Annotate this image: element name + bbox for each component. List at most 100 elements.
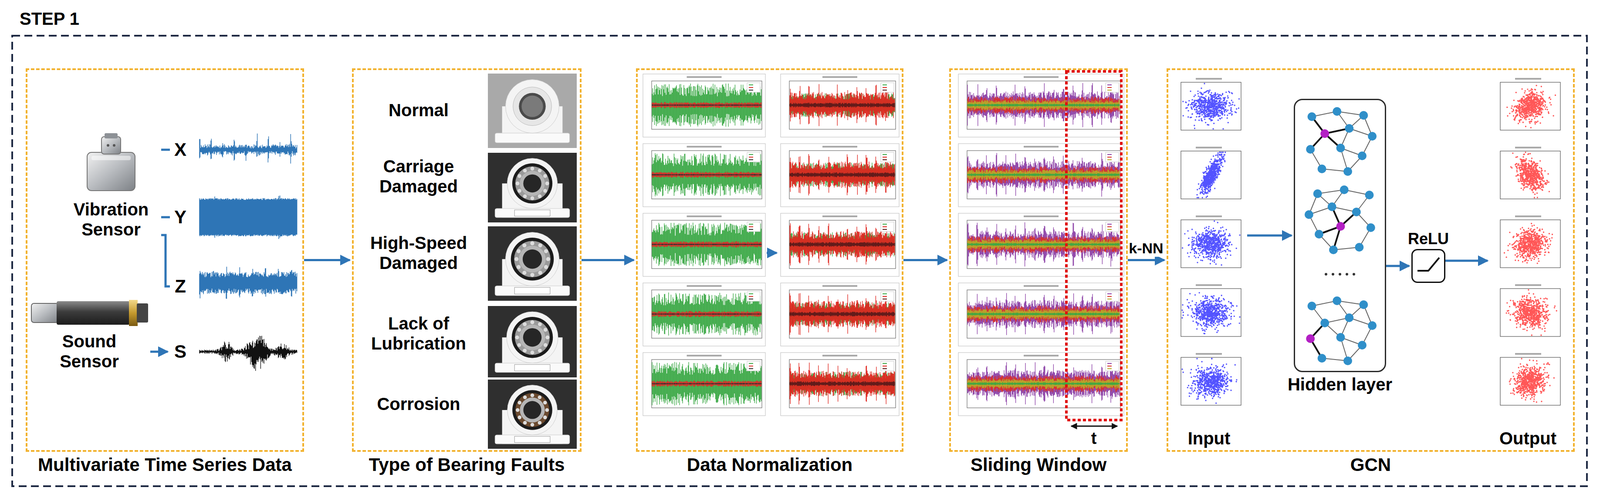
bearing-ball [543, 174, 548, 179]
bearing-ball [523, 194, 528, 199]
plot-ground [958, 74, 1124, 138]
plot-trace [789, 84, 895, 126]
fault-photos [487, 73, 577, 450]
plot-legend-line [748, 296, 754, 298]
plot-legend-line [748, 363, 754, 365]
plot-legend-line [882, 368, 887, 370]
scatter-ground [1493, 76, 1563, 138]
graph-vertex [1304, 210, 1314, 220]
fault-type-label: Carriage Damaged [361, 156, 476, 197]
plot-trace [967, 239, 1120, 250]
caption-holder: Data Normalization [615, 454, 924, 476]
normalization-arrow [766, 252, 777, 255]
scatter-dots [1181, 358, 1238, 405]
plot-legend-line [1107, 156, 1112, 158]
scatter-dots [1503, 223, 1553, 265]
plot-trace [652, 243, 762, 246]
ellipsis-dot [1338, 273, 1342, 276]
plot-trace [967, 166, 1120, 184]
plot-legend-line [748, 89, 754, 91]
plot-trace [967, 236, 1120, 254]
photo-ground [487, 226, 577, 302]
scatter-title-bar [1195, 77, 1222, 80]
signal-trace [199, 336, 298, 372]
plot-trace [789, 362, 895, 406]
scatter-title-bar [1195, 146, 1222, 149]
bearing-ball [544, 408, 549, 413]
plot-frame [651, 359, 762, 409]
channel-name: Z [169, 275, 191, 298]
bearing-ball [544, 249, 548, 254]
scatter-title-bar [1515, 284, 1542, 287]
scatter-dots [1510, 151, 1550, 199]
plot-legend [880, 222, 894, 232]
scatter-title-bar [1195, 284, 1222, 287]
plot-trace [789, 172, 895, 178]
bearing-ball [516, 265, 521, 270]
plot-trace [967, 169, 1120, 180]
graph-vertex [1336, 222, 1346, 231]
activation-box: ReLU [1411, 249, 1446, 284]
plot-legend-line [1107, 84, 1112, 86]
hidden-layer-graphs [1304, 107, 1377, 366]
scatter-frame [1180, 82, 1242, 131]
plot-legend-line [882, 223, 887, 225]
housing-foot [494, 133, 570, 143]
bearing-outer [512, 390, 553, 431]
scatter-frame [1180, 288, 1242, 337]
stage-panel: Sliding Window [949, 68, 1128, 453]
plot-legend [1105, 222, 1119, 232]
bearing-ball [545, 335, 550, 340]
graph-vertex [1359, 300, 1368, 310]
plot-trace [652, 241, 762, 248]
photo-ground [487, 379, 577, 450]
relu-symbol [1417, 257, 1440, 271]
fault-type-label: High-Speed Damaged [361, 233, 476, 274]
plot-trace [789, 242, 895, 247]
plot-legend-line [748, 154, 754, 156]
plot-trace [967, 96, 1120, 115]
plot-ground [958, 143, 1124, 207]
panel-caption: Type of Bearing Faults [331, 454, 602, 476]
graph-vertex [1320, 318, 1330, 328]
bearing-ball [530, 393, 535, 398]
bearing-ball [530, 241, 535, 246]
plot-legend-line [882, 154, 887, 156]
scatter-dots [1508, 358, 1555, 403]
housing-top [507, 158, 558, 209]
scatter-frame [1180, 151, 1242, 200]
plot-legend-line [1107, 363, 1112, 365]
label-holder: High-Speed Damaged [361, 233, 476, 274]
bearing-ball [530, 351, 535, 356]
graph-vertex [1352, 207, 1361, 217]
plot-trace [967, 173, 1120, 177]
plot-legend [1105, 361, 1119, 372]
scatter-ground [1173, 213, 1244, 275]
scatter-dots [1181, 292, 1241, 335]
node-label: Vibration Sensor [60, 199, 162, 240]
sensor-connector-cap [104, 133, 118, 139]
plot-legend-line [882, 156, 887, 158]
plot-frame [967, 359, 1121, 409]
plot-legend-line [748, 298, 754, 300]
plot-trace [789, 162, 895, 187]
bearing-ball [543, 401, 548, 406]
scatter-ground [1493, 282, 1563, 344]
graph-vertex [1357, 341, 1367, 350]
caption-holder: Type of Bearing Faults [331, 454, 602, 476]
plot-trace [652, 174, 762, 176]
bearing-ball [543, 343, 548, 348]
node-label: Output [1499, 428, 1557, 449]
plot-ground [780, 213, 900, 277]
bearing-ball [517, 328, 521, 332]
panel-caption: Sliding Window [929, 454, 1148, 476]
graph-vertex [1336, 333, 1346, 342]
bearing-bore [523, 401, 542, 420]
plot-ground [642, 143, 766, 207]
scatter-dots [1181, 220, 1241, 266]
scatter-ground [1493, 213, 1563, 275]
channel-name: X [169, 138, 191, 161]
plot-legend-line [1107, 293, 1112, 295]
bearing-ball [516, 249, 521, 254]
scatter-title-bar [1195, 353, 1222, 356]
